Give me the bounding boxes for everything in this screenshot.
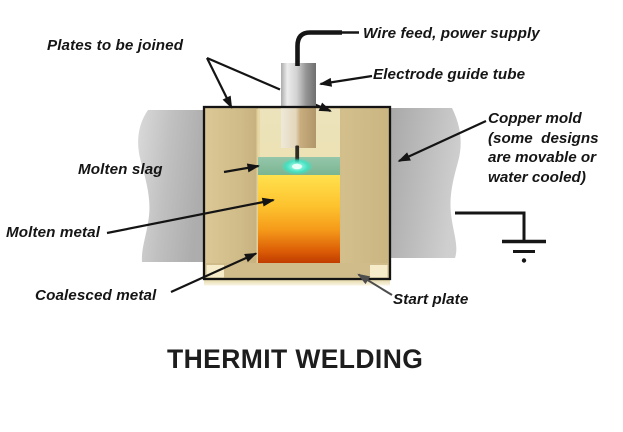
molten-metal: [258, 175, 340, 264]
page-title: THERMIT WELDING: [167, 344, 424, 374]
start-plate-lip: [204, 279, 390, 286]
label-coalesced-metal: Coalesced metal: [35, 287, 157, 304]
molten-slag-leader: [223, 163, 260, 174]
start-plate: [206, 263, 388, 279]
electrode-guide-tube-leader: [319, 74, 373, 87]
electrode-guide-tube-inner: [281, 107, 316, 148]
label-copper-mold: Copper mold (some designs are movable or…: [488, 109, 599, 187]
label-start-plate: Start plate: [393, 291, 469, 308]
mold-outline: [202, 105, 392, 281]
molten-metal-leader: [106, 197, 275, 235]
right-plate: [390, 108, 461, 258]
coalesced-metal-leader: [170, 252, 258, 294]
label-electrode-guide-tube: Electrode guide tube: [373, 66, 526, 83]
label-plates-to-be-joined: Plates to be joined: [47, 37, 184, 54]
wire-feed-cable: [295, 30, 359, 66]
label-copper-mold-line1: Copper mold: [488, 110, 582, 127]
copper-mold-leader: [397, 120, 487, 162]
label-molten-slag: Molten slag: [78, 161, 163, 178]
left-plate: [138, 110, 204, 262]
label-copper-mold-line3: are movable or: [488, 149, 597, 166]
arc-core: [292, 163, 302, 170]
label-copper-mold-line2: (some designs: [488, 129, 599, 147]
start-plate-leader: [357, 273, 393, 296]
label-molten-metal: Molten metal: [6, 224, 101, 241]
electrode-guide-tube: [281, 63, 316, 108]
label-wire-feed-power-supply: Wire feed, power supply: [363, 25, 540, 42]
ground-symbol: [455, 211, 546, 263]
start-plate-notch-right: [370, 265, 388, 278]
label-copper-mold-line4: water cooled): [488, 168, 586, 186]
